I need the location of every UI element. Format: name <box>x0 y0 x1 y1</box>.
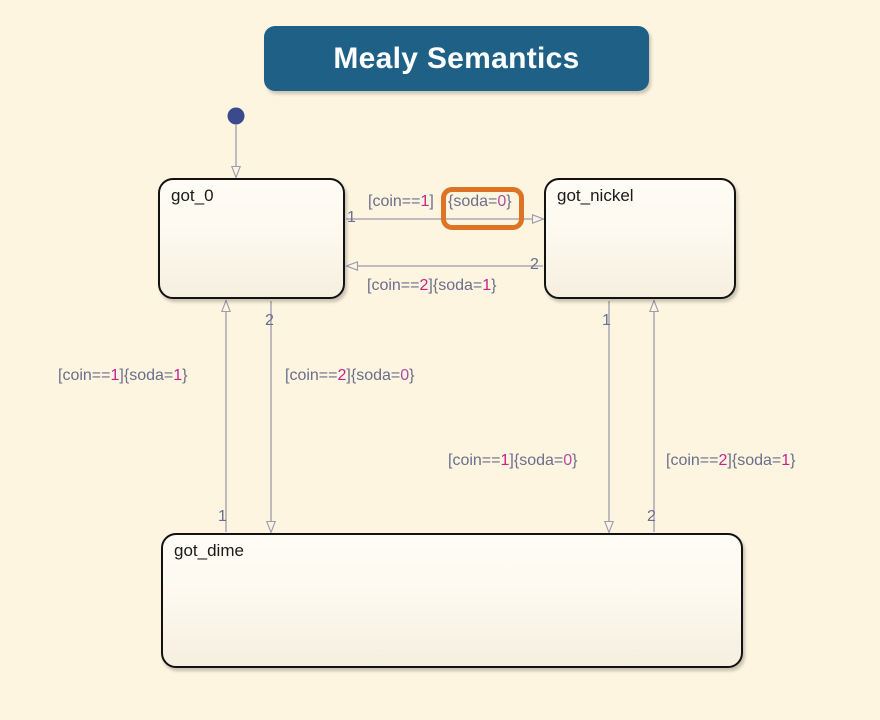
t4-cond-open: [coin== <box>285 367 338 384</box>
state-label-got-nickel: got_nickel <box>557 186 634 205</box>
initial-transition-arrow <box>227 107 245 178</box>
transition-label-t6: [coin==2]{soda=1} <box>666 452 795 470</box>
t2-act-open: {soda= <box>432 277 483 294</box>
transition-order-t4: 2 <box>265 312 274 329</box>
t4-act-value: 0 <box>400 367 410 384</box>
state-label-got-dime: got_dime <box>174 541 244 560</box>
transition-label-t5: [coin==1]{soda=0} <box>448 452 577 470</box>
t5-act-open: {soda= <box>513 452 564 469</box>
transition-order-t5: 1 <box>602 312 611 329</box>
t1-cond-open: [coin== <box>368 193 421 210</box>
t2-cond-close: ] <box>428 277 433 294</box>
t5-act-close: } <box>572 452 578 469</box>
t1-cond-close: ] <box>429 193 434 210</box>
t3-act-open: {soda= <box>123 367 174 384</box>
soda0-highlight-box[interactable] <box>441 187 524 230</box>
transition-order-t6: 2 <box>647 508 656 525</box>
t4-act-close: } <box>409 367 415 384</box>
t2-cond-open: [coin== <box>367 277 420 294</box>
t2-act-close: } <box>491 277 497 294</box>
t6-cond-value: 2 <box>718 452 728 469</box>
transition-label-t2: [coin==2]{soda=1} <box>367 277 496 295</box>
t4-cond-close: ] <box>346 367 351 384</box>
t1-act-value: 0 <box>497 193 507 210</box>
t6-cond-close: ] <box>727 452 732 469</box>
t2-cond-value: 2 <box>419 277 429 294</box>
state-got-dime[interactable]: got_dime <box>161 533 743 668</box>
t1-act-close: } <box>506 193 512 210</box>
t5-cond-value: 1 <box>500 452 510 469</box>
transition-order-t3: 1 <box>218 508 227 525</box>
t5-act-value: 0 <box>563 452 573 469</box>
t3-cond-value: 1 <box>110 367 120 384</box>
t6-act-value: 1 <box>781 452 791 469</box>
t4-cond-value: 2 <box>337 367 347 384</box>
t3-cond-open: [coin== <box>58 367 111 384</box>
transition-order-t2: 2 <box>530 256 539 273</box>
t5-cond-close: ] <box>509 452 514 469</box>
transition-order-t1: 1 <box>347 209 356 226</box>
t1-act-open: {soda= <box>448 193 498 210</box>
page-title: Mealy Semantics <box>333 41 580 75</box>
t3-act-close: } <box>182 367 188 384</box>
transition-label-t3: [coin==1]{soda=1} <box>58 367 187 385</box>
t3-cond-close: ] <box>119 367 124 384</box>
transition-action-t1: {soda=0} <box>448 193 512 211</box>
t1-cond-value: 1 <box>420 193 430 210</box>
t6-act-open: {soda= <box>731 452 782 469</box>
t6-act-close: } <box>790 452 796 469</box>
state-label-got-0: got_0 <box>171 186 214 205</box>
t3-act-value: 1 <box>173 367 183 384</box>
state-got-nickel[interactable]: got_nickel <box>544 178 736 299</box>
transition-label-t1: [coin==1] <box>368 193 434 211</box>
t2-act-value: 1 <box>482 277 492 294</box>
t5-cond-open: [coin== <box>448 452 501 469</box>
transition-label-t4: [coin==2]{soda=0} <box>285 367 414 385</box>
t4-act-open: {soda= <box>350 367 401 384</box>
state-got-0[interactable]: got_0 <box>158 178 345 299</box>
t6-cond-open: [coin== <box>666 452 719 469</box>
page-title-banner: Mealy Semantics <box>264 26 649 91</box>
